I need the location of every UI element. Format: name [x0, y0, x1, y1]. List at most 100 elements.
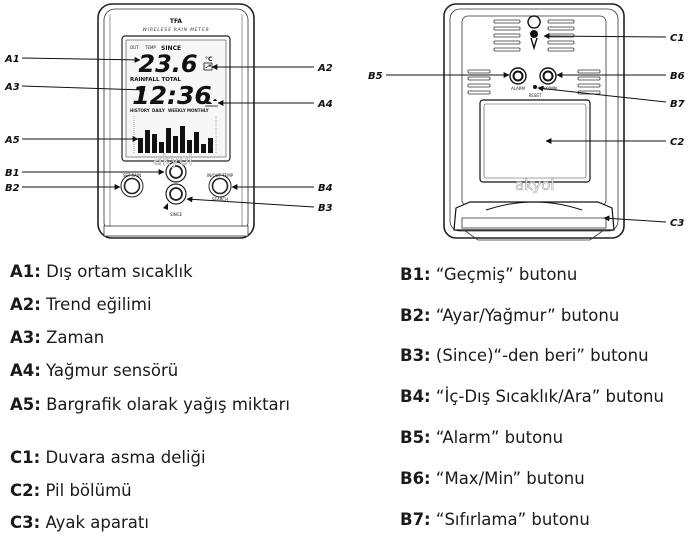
lcd-label-daily: DAILY: [152, 108, 165, 113]
legend-text: Duvara asma deliği: [45, 448, 206, 467]
legend-code: B4:: [400, 387, 431, 406]
legend-item-b2: B2: “Ayar/Yağmur” butonu: [400, 306, 619, 326]
callout-b7: B7: [670, 99, 685, 110]
set-rain-label: SET RAIN: [123, 173, 141, 178]
legend-item-c2: C2: Pil bölümü: [10, 481, 132, 501]
set-rain-button[interactable]: SET RAIN: [120, 173, 144, 198]
legend-code: B7:: [400, 510, 431, 529]
callout-c1: C1: [670, 33, 684, 44]
legend-code: A2:: [10, 295, 41, 314]
legend-item-b3: B3: (Since)“-den beri” butonu: [400, 346, 649, 366]
lcd-label-rainfall-total: RAINFALL TOTAL: [130, 77, 181, 83]
legend-text: Yağmur sensörü: [46, 361, 179, 380]
legend-code: B1:: [400, 265, 431, 284]
legend-code: B2:: [400, 306, 431, 325]
legend-text: “İç-Dış Sıcaklık/Ara” butonu: [435, 387, 664, 406]
legend-code: C3:: [10, 513, 41, 532]
legend-text: Dış ortam sıcaklık: [46, 262, 193, 281]
legend-text: Zaman: [46, 328, 105, 347]
legend-text: Ayak aparatı: [45, 513, 149, 532]
lcd-screen: OUT TEMP SINCE 23.6 °C RAINFALL TOTAL 12…: [121, 35, 231, 162]
callout-a5: A5: [4, 135, 20, 146]
legend-text: “Geçmiş” butonu: [435, 265, 578, 284]
legend-text: “Ayar/Yağmur” butonu: [435, 306, 620, 325]
maxmin-button[interactable]: MAX/MIN: [539, 67, 557, 91]
history-since-button-group[interactable]: SINCE: [163, 161, 187, 217]
callout-b2: B2: [5, 183, 20, 194]
legend-code: C1:: [10, 448, 41, 467]
legend-code: A1:: [10, 262, 41, 281]
lcd-unit: °C: [205, 56, 213, 63]
front-callouts: A1 A2 A3 A4 A5 B1 B2 B4 B3: [4, 54, 333, 214]
reset-button[interactable]: RESET: [529, 85, 542, 98]
callout-a1: A1: [4, 54, 20, 65]
device-back: ALARM MAX/MIN RESET akyol: [443, 3, 625, 241]
alarm-label: ALARM: [511, 86, 526, 91]
legend-text: “Alarm” butonu: [435, 428, 564, 447]
legend-code: A3:: [10, 328, 41, 347]
legend-code: B3:: [400, 346, 431, 365]
lcd-label-temp: TEMP: [144, 45, 156, 50]
legend-item-a2: A2: Trend eğilimi: [10, 295, 152, 315]
legend-item-a4: A4: Yağmur sensörü: [10, 361, 178, 381]
lcd-label-monthly: MONTHLY: [187, 108, 209, 113]
maxmin-label: MAX/MIN: [539, 86, 557, 91]
lcd-temperature: 23.6: [138, 50, 197, 78]
legend-code: B5:: [400, 428, 431, 447]
rain-meter-diagram: TFA WIRELESS RAIN METER OUT TEMP SINCE 2…: [4, 3, 685, 241]
rainfall-bar-graph: [133, 116, 217, 153]
reset-label: RESET: [529, 93, 542, 98]
wall-hanging-hole: [527, 15, 541, 51]
rain-sensor-icon: [205, 99, 218, 107]
device-front: TFA WIRELESS RAIN METER OUT TEMP SINCE 2…: [97, 3, 255, 239]
legend-text: (Since)“-den beri” butonu: [435, 346, 649, 365]
since-label: SINCE: [170, 212, 183, 217]
callout-a2: A2: [317, 63, 333, 74]
vent-grille-sides: [467, 69, 601, 95]
alarm-button[interactable]: ALARM: [509, 67, 527, 91]
callout-b4: B4: [318, 183, 333, 194]
legend-item-b1: B1: “Geçmiş” butonu: [400, 265, 577, 285]
legend-text: “Max/Min” butonu: [435, 469, 585, 488]
legend-text: Pil bölümü: [45, 481, 132, 500]
legend-item-b7: B7: “Sıfırlama” butonu: [400, 510, 590, 530]
legend-item-c1: C1: Duvara asma deliği: [10, 448, 206, 468]
lcd-label-history: HISTORY: [130, 108, 150, 113]
callout-b5: B5: [368, 71, 383, 82]
legend-item-a5: A5: Bargrafik olarak yağış miktarı: [10, 395, 290, 415]
model-caption: WIRELESS RAIN METER: [142, 27, 209, 33]
legend-code: A4:: [10, 361, 41, 380]
inout-temp-label: IN/OUT TEMP: [207, 173, 234, 178]
callout-a4: A4: [317, 99, 333, 110]
legend-text: Trend eğilimi: [46, 295, 152, 314]
callout-b6: B6: [670, 71, 685, 82]
lcd-label-out: OUT: [130, 45, 139, 50]
vent-grille-top: [493, 19, 575, 52]
callout-a3: A3: [4, 82, 20, 93]
legend-code: A5:: [10, 395, 41, 414]
watermark-front: akyol: [153, 151, 193, 169]
legend-code: C2:: [10, 481, 41, 500]
legend-code: B6:: [400, 469, 431, 488]
watermark-back: akyol: [515, 176, 555, 194]
legend-item-a1: A1: Dış ortam sıcaklık: [10, 262, 193, 282]
legend-item-b6: B6: “Max/Min” butonu: [400, 469, 585, 489]
legend-item-b4: B4: “İç-Dış Sıcaklık/Ara” butonu: [400, 387, 664, 407]
lcd-label-since: SINCE: [161, 45, 181, 52]
callout-c3: C3: [670, 218, 684, 229]
legend-item-a3: A3: Zaman: [10, 328, 104, 348]
search-label: SEARCH: [212, 197, 228, 202]
callout-c2: C2: [670, 137, 684, 148]
legend-item-b5: B5: “Alarm” butonu: [400, 428, 563, 448]
back-callouts: C1 B6 B5 B7 C2 C3: [368, 33, 685, 229]
legend-item-c3: C3: Ayak aparatı: [10, 513, 149, 533]
inout-temp-search-button[interactable]: IN/OUT TEMP SEARCH: [207, 173, 234, 202]
brand-logo: TFA: [170, 18, 183, 25]
callout-b3: B3: [318, 203, 333, 214]
callout-b1: B1: [5, 168, 20, 179]
legend-text: “Sıfırlama” butonu: [435, 510, 590, 529]
legend-text: Bargrafik olarak yağış miktarı: [46, 395, 291, 414]
lcd-time: 12:36: [132, 81, 212, 110]
stand-bracket: [453, 201, 615, 241]
lcd-label-weekly: WEEKLY: [168, 108, 186, 113]
